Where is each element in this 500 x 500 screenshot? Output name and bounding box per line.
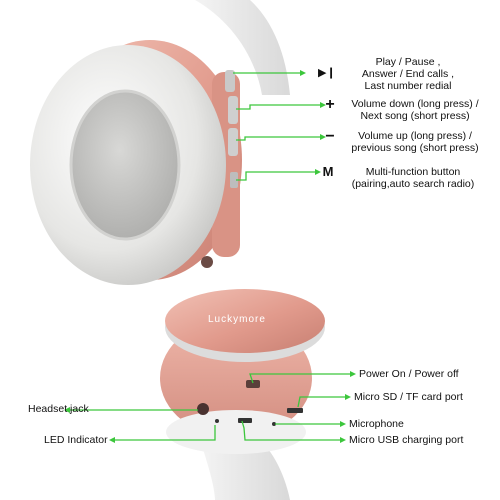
minus-icon: − (325, 128, 335, 145)
mode-m-icon: M (322, 164, 334, 179)
pointer-lines (70, 72, 350, 441)
brand-logo: Luckymore (208, 314, 266, 325)
multifunction-label: Multi-function button (pairing,auto sear… (351, 166, 475, 190)
volume-up-label: Volume up (long press) / previous song (… (351, 130, 479, 154)
side-button-mode (230, 172, 238, 188)
headband-bottom (200, 440, 290, 500)
micro-sd-label: Micro SD / TF card port (354, 391, 463, 403)
headset-jack-port (197, 403, 209, 415)
headset-jack-label: Headset jack (28, 403, 89, 415)
sd-card-slot (287, 408, 303, 413)
side-button-play (225, 70, 235, 92)
plus-icon: + (325, 96, 335, 113)
led-indicator (215, 419, 219, 423)
play-pause-icon: ▶❙ (318, 67, 336, 79)
microphone-label: Microphone (349, 418, 404, 430)
headband-top (195, 0, 290, 95)
power-label: Power On / Power off (359, 368, 459, 380)
side-button-plus (228, 96, 238, 124)
play-pause-label: Play / Pause , Answer / End calls , Last… (361, 56, 455, 92)
usb-label: Micro USB charging port (349, 434, 464, 446)
ear-pad-inner (71, 91, 179, 239)
volume-down-label: Volume down (long press) / Next song (sh… (351, 98, 479, 122)
led-label: LED Indicator (44, 434, 108, 446)
microphone-hole (272, 422, 276, 426)
side-button-minus (228, 128, 238, 156)
aux-port-top (201, 256, 213, 268)
micro-usb-port (238, 418, 252, 423)
power-switch (246, 380, 260, 388)
